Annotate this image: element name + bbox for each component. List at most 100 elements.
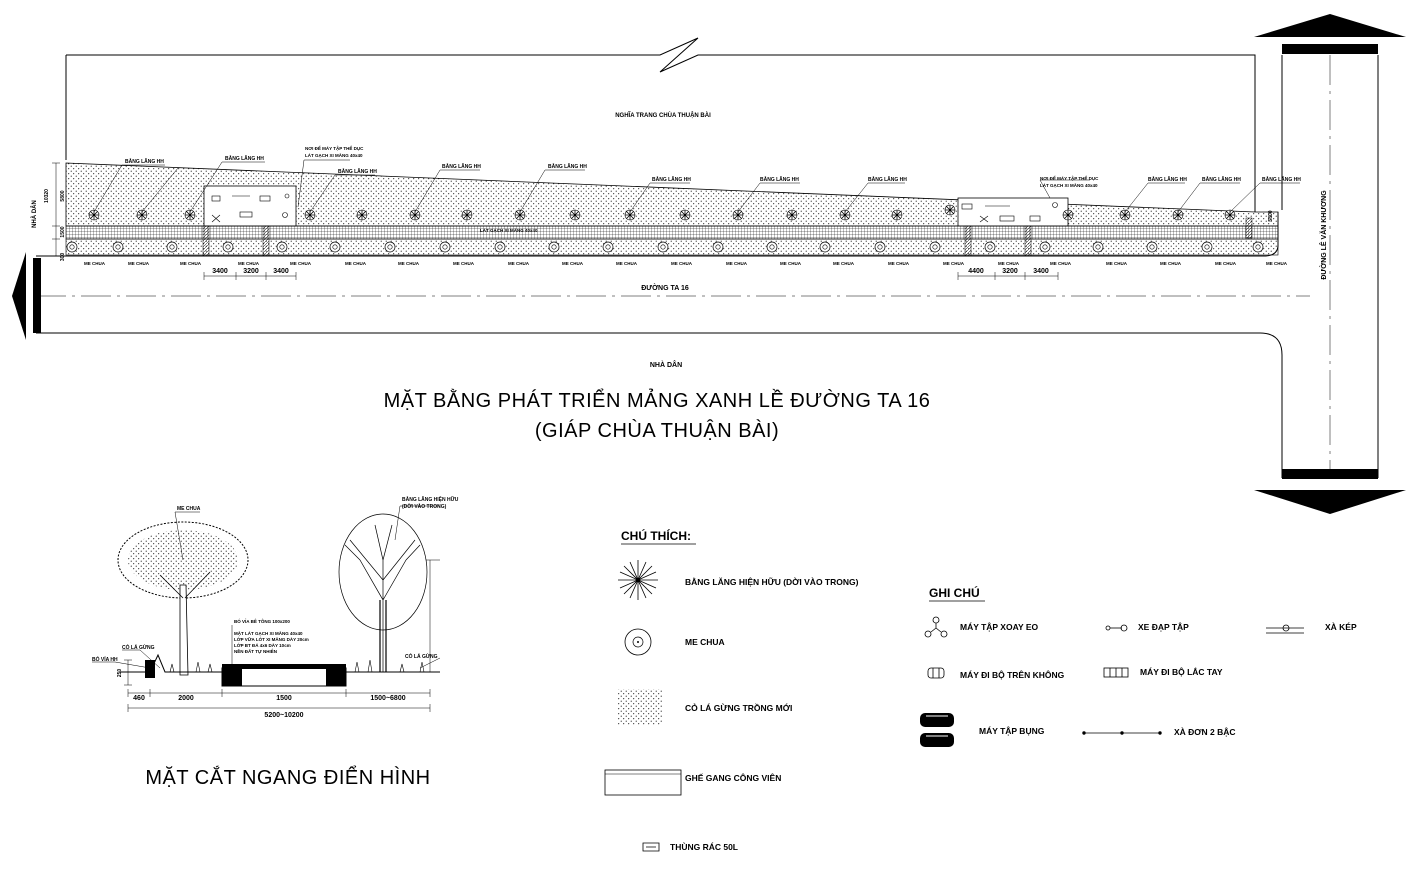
curb-left (222, 664, 242, 686)
plan-leaders (93, 159, 1300, 213)
legend-item-grass: CỎ LÁ GỪNG TRỒNG MỚI (685, 702, 792, 713)
arrow-north (1254, 14, 1406, 37)
bang-lang-label: BẰNG LĂNG HH (548, 162, 587, 170)
me-chua-label: ME CHUA (1215, 261, 1237, 266)
me-chua-icon (1092, 241, 1104, 253)
me-chua-label: ME CHUA (616, 261, 638, 266)
me-chua-label: ME CHUA (833, 261, 855, 266)
road-ta16-label: ĐƯỜNG TA 16 (641, 283, 689, 292)
me-chua-label: ME CHUA (128, 261, 150, 266)
section-dim-total: 5200~10200 (264, 712, 303, 719)
bang-lang-icon (514, 209, 526, 221)
me-chua-icon (874, 241, 886, 253)
me-chua-icon (819, 241, 831, 253)
note-item-ab-bench: MÁY TẬP BỤNG (979, 725, 1045, 736)
section-dim-2: 2000 (178, 695, 194, 702)
bang-lang-icon (184, 209, 196, 221)
bang-lang-label: BẰNG LĂNG HH (760, 175, 799, 183)
me-chua-icon (766, 241, 778, 253)
me-chua-icon (384, 241, 396, 253)
bottom-dimension-left (203, 272, 297, 280)
section-title: MẶT CẮT NGANG ĐIỂN HÌNH (145, 765, 430, 789)
me-chua-icon (1252, 241, 1264, 253)
me-chua-label: ME CHUA (1266, 261, 1288, 266)
dim-right-2: 3200 (1002, 268, 1018, 275)
section-leaders (92, 505, 441, 669)
bang-lang-label: BẰNG LĂNG HH (442, 162, 481, 170)
note-item-arm-swing-walker: MÁY ĐI BỘ LẮC TAY (1140, 666, 1223, 677)
me-chua-label: ME CHUA (84, 261, 106, 266)
air-walker-icon (927, 667, 945, 679)
bang-lang-icon (1172, 209, 1184, 221)
road-lvk-bar-bottom (1282, 469, 1378, 479)
me-chua-label: ME CHUA (238, 261, 260, 266)
curb-corner (1265, 212, 1279, 257)
me-chua-icon (66, 241, 78, 253)
me-chua-label: ME CHUA (888, 261, 910, 266)
bang-lang-label: BẰNG LĂNG HH (125, 157, 164, 165)
bang-lang-icon (136, 209, 148, 221)
legend-me-chua-icon (624, 628, 652, 656)
me-chua-label: ME CHUA (1106, 261, 1128, 266)
legend: CHÚ THÍCH: BẰNG LĂNG HIỆN HỮU (DỜI VÀO T… (604, 528, 859, 852)
legend-item-bang-lang: BẰNG LĂNG HIỆN HỮU (DỜI VÀO TRONG) (685, 576, 859, 587)
notes-title: GHI CHÚ (929, 585, 980, 600)
plan-title-line2: (GIÁP CHÙA THUẬN BÀI) (535, 419, 779, 442)
arrow-south (1254, 490, 1406, 514)
bang-lang-label: BẰNG LĂNG HH (1262, 175, 1301, 183)
equipment-icons-left (211, 193, 290, 223)
section-co-la-gung-left: CỎ LÁ GỪNG (122, 644, 155, 651)
equipment-icons-right (961, 202, 1058, 223)
me-chua-label: ME CHUA (780, 261, 802, 266)
curb-far-left (145, 660, 155, 678)
legend-item-bench: GHẾ GANG CÔNG VIÊN (685, 772, 781, 783)
note-item-exercise-bike: XE ĐẠP TẬP (1138, 621, 1189, 632)
dim-left-sidewalk: 1500 (60, 226, 66, 237)
paving-line-3: LỚP VỮA LÓT XI MĂNG DÀY 20cm (234, 635, 309, 642)
hatch-left-2 (262, 225, 270, 257)
section-bo-via-label: BÓ VỈA HH (92, 655, 118, 663)
bang-lang-icon (1119, 209, 1131, 221)
section-dim-3: 1500 (276, 695, 292, 702)
paving-line-2: MẶT LÁT GẠCH XI MĂNG 40x40 (234, 630, 303, 636)
dim-right-side: 5800 (1268, 210, 1274, 221)
equipment-note-left-2: LÁT GẠCH XI MĂNG 40x40 (305, 152, 363, 158)
me-chua-icon (222, 241, 234, 253)
bang-lang-icon (624, 209, 636, 221)
section-bang-lang-label1: BẰNG LĂNG HIỆN HỮU (402, 495, 459, 503)
bang-lang-icon (409, 209, 421, 221)
grass-tufts (169, 659, 425, 673)
dim-left-total: 10320 (44, 189, 50, 203)
hatch-right-2 (1024, 225, 1032, 257)
me-chua-icon (602, 241, 614, 253)
note-item-two-step-bar: XÀ ĐƠN 2 BẬC (1174, 726, 1236, 737)
me-chua-tree (117, 521, 249, 676)
bang-lang-icon (891, 209, 903, 221)
me-chua-label: ME CHUA (180, 261, 202, 266)
dim-right-3: 3400 (1033, 268, 1049, 275)
paving-top (242, 664, 326, 669)
me-chua-label: ME CHUA (345, 261, 367, 266)
bang-lang-icon (1224, 209, 1236, 221)
bang-lang-icon (839, 209, 851, 221)
me-chua-label: ME CHUA (562, 261, 584, 266)
section-me-chua-label: ME CHUA (177, 506, 201, 512)
paving-line-4: LỚP BT ĐÁ 4x6 DÀY 10cm (234, 641, 291, 648)
me-chua-label: ME CHUA (398, 261, 420, 266)
equipment-area-left (203, 185, 297, 227)
bang-lang-icon (786, 209, 798, 221)
me-chua-label: ME CHUA (1050, 261, 1072, 266)
bang-lang-label: BẰNG LĂNG HH (338, 167, 377, 175)
legend-item-me-chua: ME CHUA (685, 637, 725, 647)
bang-lang-label: BẰNG LĂNG HH (1148, 175, 1187, 183)
me-chua-label: ME CHUA (671, 261, 693, 266)
section-bang-lang-label2: (DỜI VÀO TRONG) (402, 502, 447, 510)
section-dim-1: 460 (133, 695, 145, 702)
parallel-bars-icon (1266, 624, 1304, 634)
me-chua-label: ME CHUA (943, 261, 965, 266)
equipment-note-right-2: LÁT GẠCH XI MĂNG 40x40 (1040, 182, 1098, 188)
notes: GHI CHÚ MÁY TẬP XOAY EO XE ĐẠP TẬP XÀ KÉ… (920, 585, 1357, 747)
me-chua-label: ME CHUA (726, 261, 748, 266)
dim-left-1: 3400 (212, 268, 228, 275)
note-item-rotating-waist: MÁY TẬP XOAY EO (960, 621, 1038, 632)
